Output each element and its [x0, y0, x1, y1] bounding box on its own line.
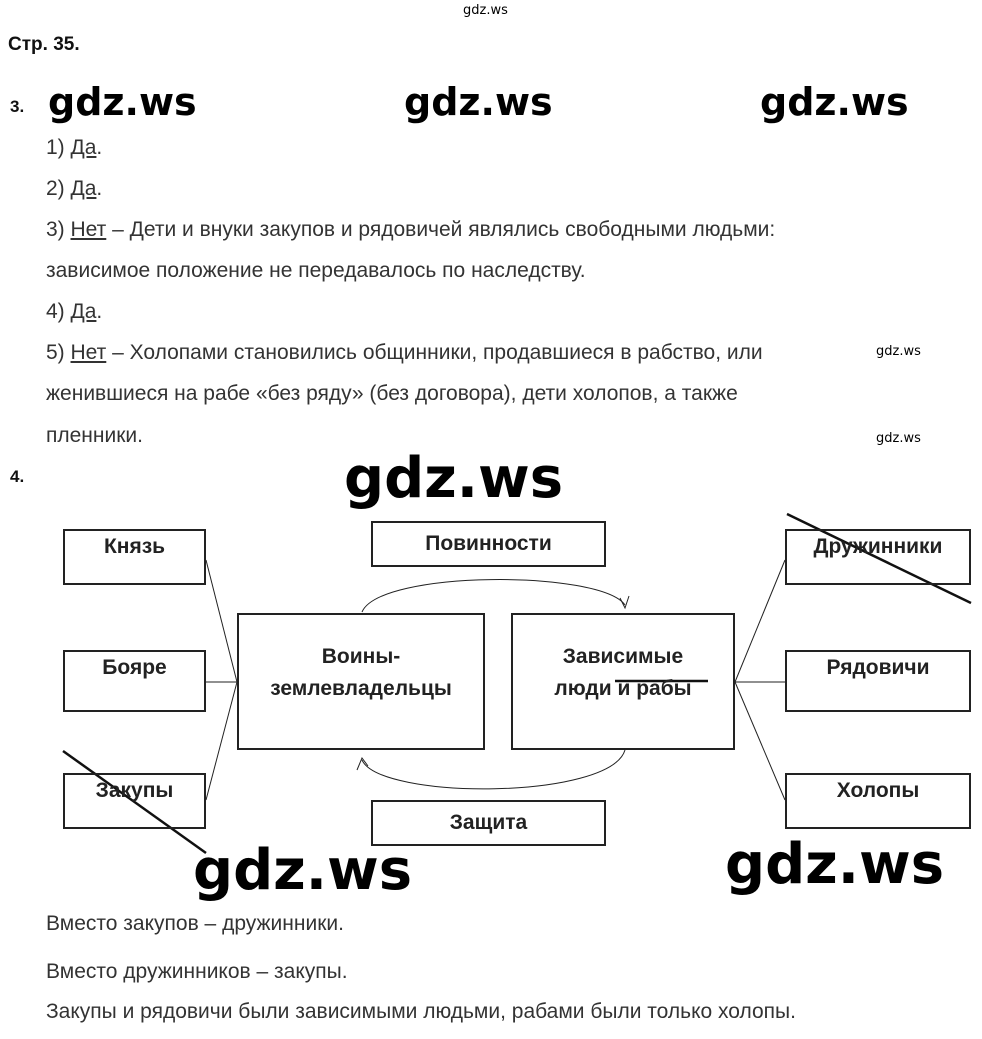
watermark: gdz.ws: [344, 446, 564, 511]
watermark: gdz.ws: [876, 344, 921, 359]
answer-3: 3) Нет – Дети и внуки закупов и рядовиче…: [46, 218, 776, 241]
watermark: gdz.ws: [48, 80, 197, 124]
task-3-number: 3.: [10, 97, 25, 116]
box-povinnosti: Повинности: [371, 521, 606, 567]
answer-5-cont: женившиеся на рабе «без ряду» (без догов…: [46, 382, 738, 405]
watermark: gdz.ws: [404, 80, 553, 124]
box-knyaz: Князь: [63, 529, 206, 585]
box-druzhinniki: Дружинники: [785, 529, 971, 585]
answer-5: 5) Нет – Холопами становились общинники,…: [46, 341, 763, 364]
page-label: Стр. 35.: [8, 34, 80, 55]
answer-1: 1) Да.: [46, 136, 103, 159]
watermark: gdz.ws: [876, 431, 921, 446]
watermark: gdz.ws: [760, 80, 909, 124]
answer-5-cont: пленники.: [46, 424, 143, 447]
watermark: gdz.ws: [193, 838, 413, 903]
box-ryadovichi: Рядовичи: [785, 650, 971, 712]
answer-4: 4) Да.: [46, 300, 103, 323]
note-3: Закупы и рядовичи были зависимыми людьми…: [46, 1000, 796, 1023]
box-voiny-zemlevladeltsy: Воины-землевладельцы: [237, 613, 485, 750]
note-1: Вместо закупов – дружинники.: [46, 912, 344, 935]
note-2: Вместо дружинников – закупы.: [46, 960, 348, 983]
box-zakupy: Закупы: [63, 773, 206, 829]
task-4-number: 4.: [10, 467, 25, 486]
watermark: gdz.ws: [725, 832, 945, 897]
box-boyare: Бояре: [63, 650, 206, 712]
box-kholopy: Холопы: [785, 773, 971, 829]
watermark: gdz.ws: [463, 3, 508, 18]
answer-3-cont: зависимое положение не передавалось по н…: [46, 259, 586, 282]
box-zashchita: Защита: [371, 800, 606, 846]
answer-2: 2) Да.: [46, 177, 103, 200]
